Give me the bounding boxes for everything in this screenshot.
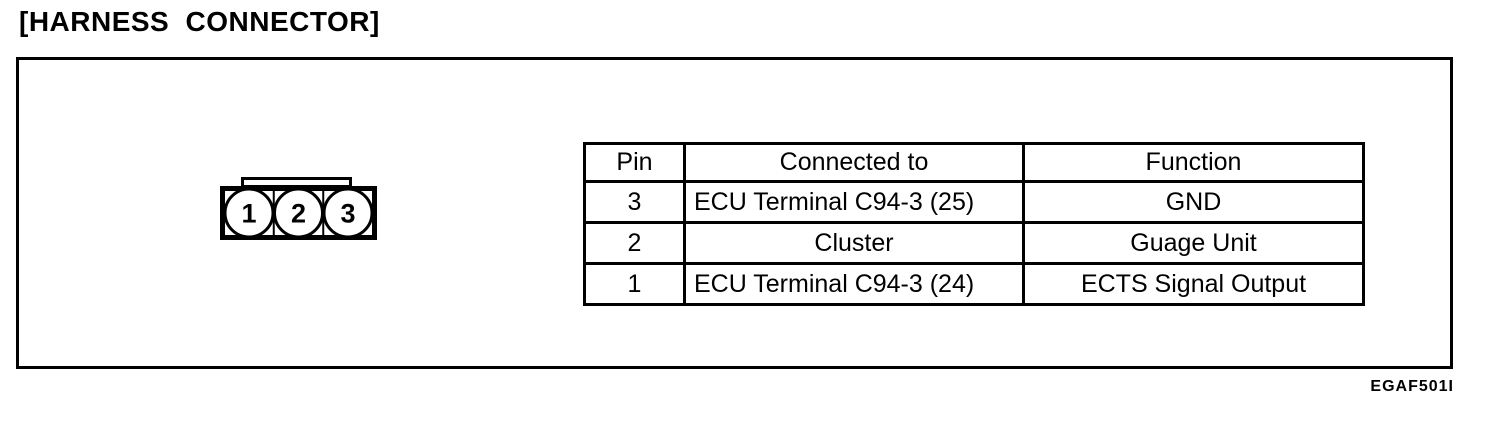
cell-pin: 1 [583,262,686,306]
cell-function: ECTS Signal Output [1022,262,1365,306]
connector-pin-circle-3 [322,187,374,239]
page-title: [HARNESS CONNECTOR] [19,6,380,37]
column-header-pin: Pin [583,142,686,183]
cell-connected-to: ECU Terminal C94-3 (25) [683,180,1025,224]
column-header-function: Function [1022,142,1365,183]
table-row: 2 Cluster Guage Unit [583,221,1365,265]
cell-pin: 3 [583,180,686,224]
connector-tab [241,177,352,188]
pin-table: Pin Connected to Function 3 ECU Terminal… [583,142,1365,306]
cell-function: Guage Unit [1022,221,1365,265]
connector-pin-number-3: 3 [340,199,355,229]
connector-diagram: 1 2 3 [220,177,377,240]
connector-pin-number-2: 2 [291,199,306,229]
cell-pin: 2 [583,221,686,265]
figure-code: EGAF501I [1370,378,1454,395]
cell-connected-to: Cluster [683,221,1025,265]
connector-pin-number-1: 1 [241,199,256,229]
figure-frame: 1 2 3 Pin Connected to Function 3 ECU Te… [16,57,1453,369]
table-row: 3 ECU Terminal C94-3 (25) GND [583,180,1365,224]
cell-function: GND [1022,180,1365,224]
table-header-row: Pin Connected to Function [583,142,1365,183]
cell-connected-to: ECU Terminal C94-3 (24) [683,262,1025,306]
column-header-connected-to: Connected to [683,142,1025,183]
table-row: 1 ECU Terminal C94-3 (24) ECTS Signal Ou… [583,262,1365,306]
